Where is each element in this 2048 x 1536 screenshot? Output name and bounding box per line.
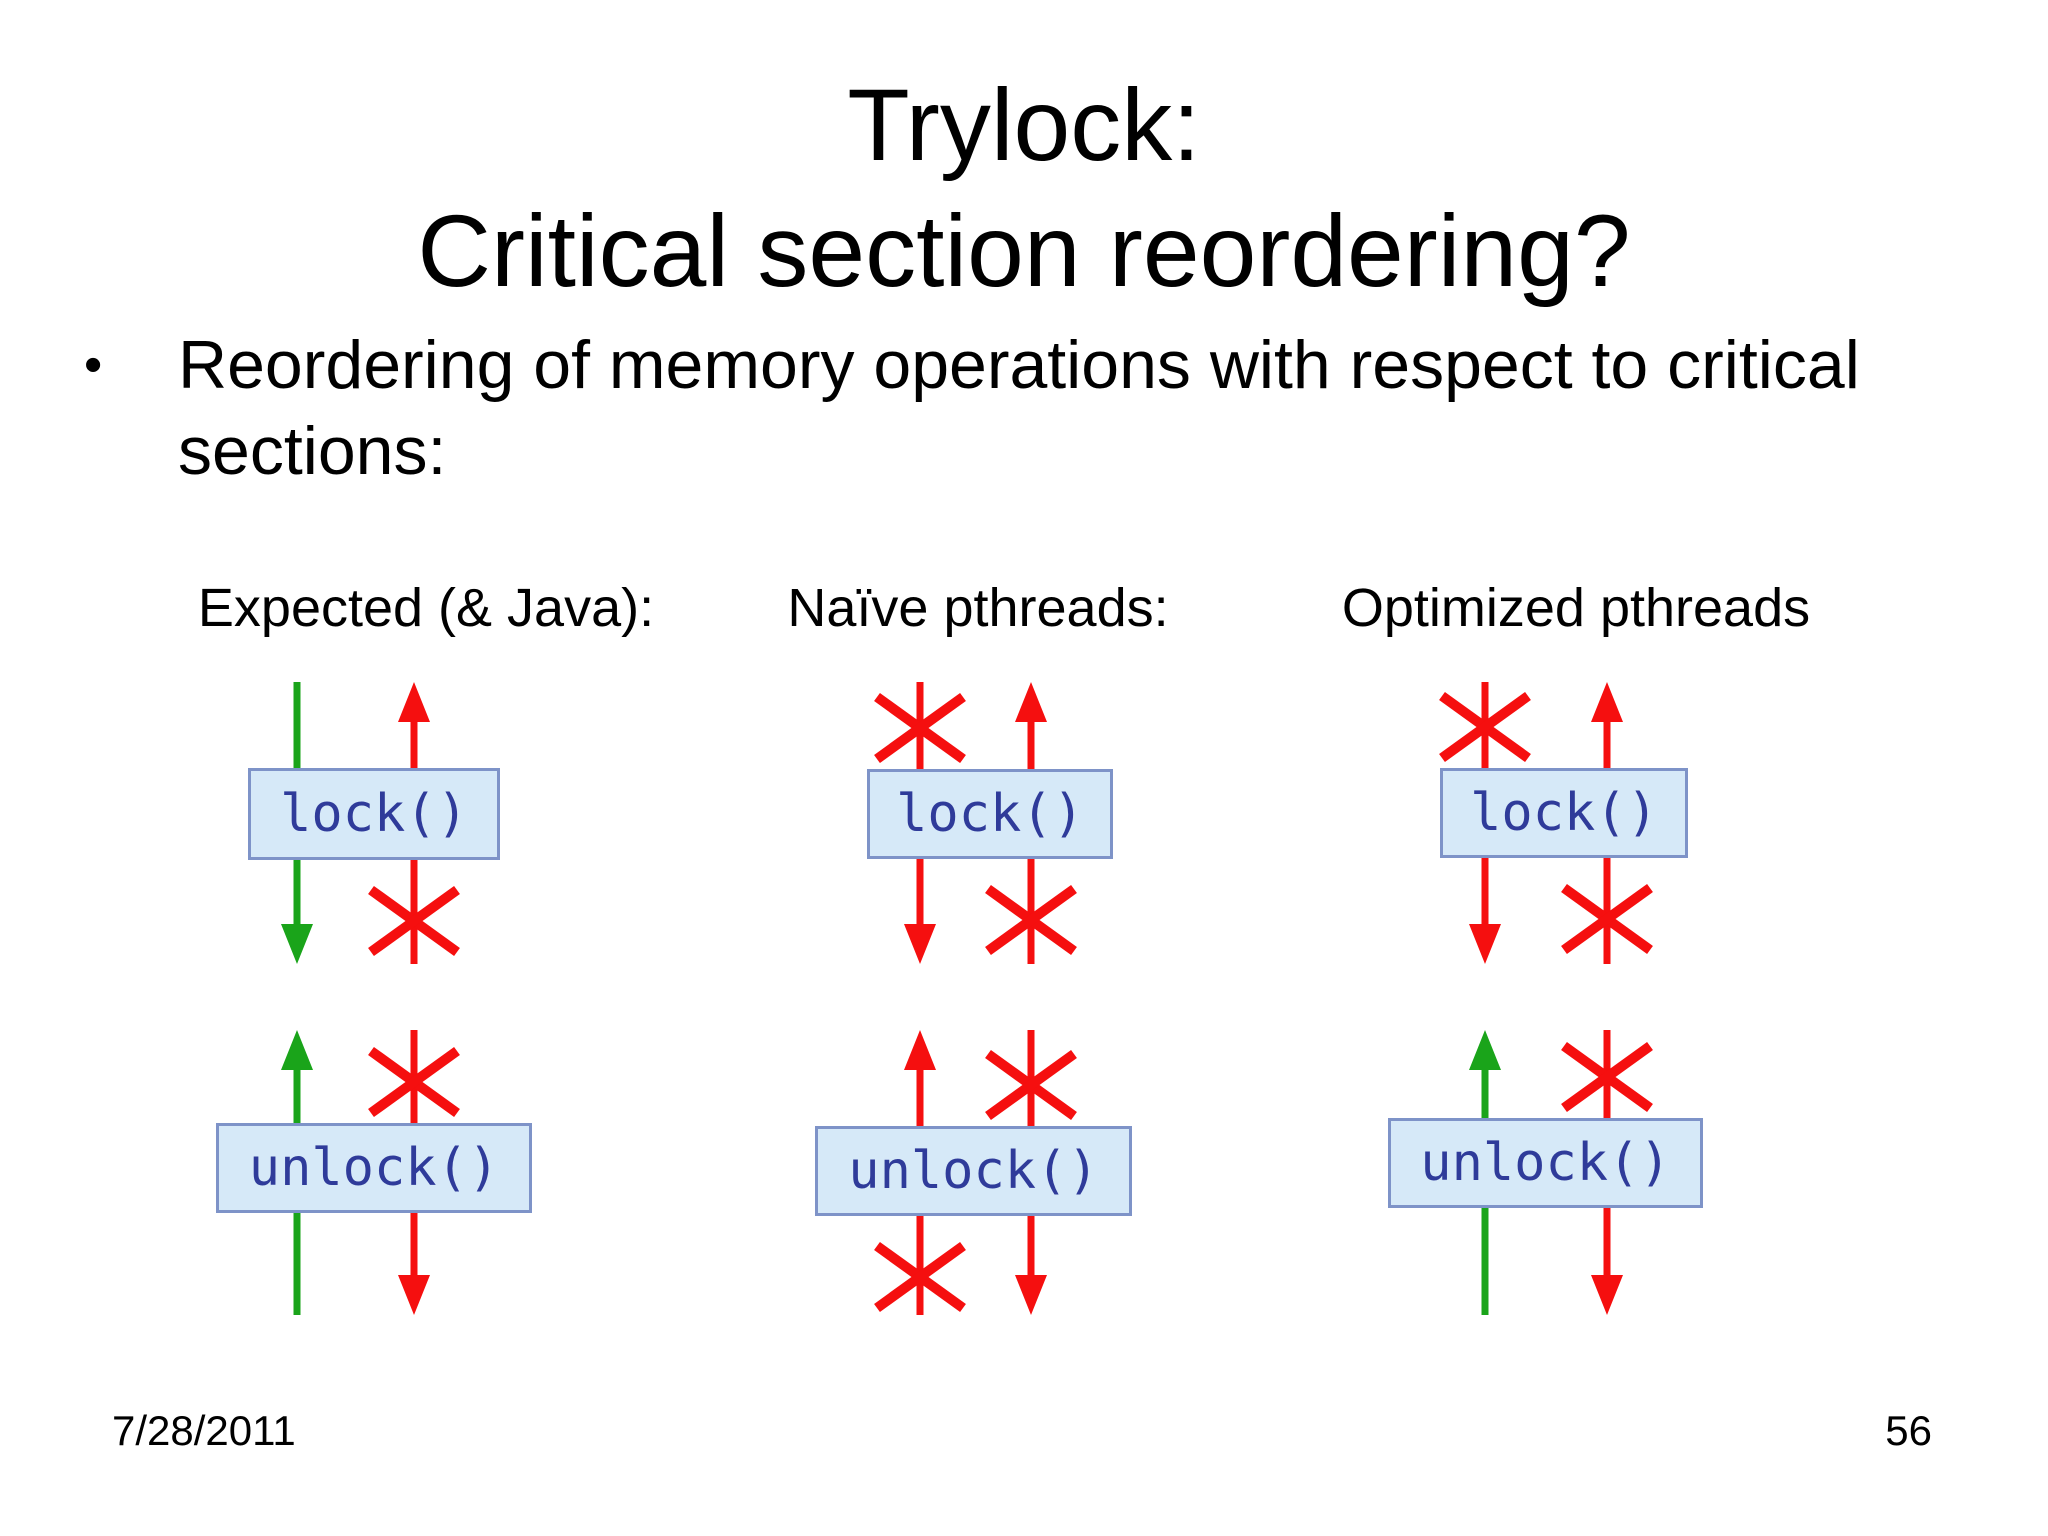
footer-date: 7/28/2011 xyxy=(112,1407,296,1454)
lock-box-naive-pthreads: lock() xyxy=(867,769,1113,859)
unlock-box-naive-pthreads: unlock() xyxy=(815,1126,1132,1216)
arrowhead-up-icon xyxy=(904,1030,936,1070)
forbidden-asterisk-icon xyxy=(985,884,1077,956)
col2-lock-right-forbidden-arrow xyxy=(1561,682,1653,964)
arrowhead-down-icon xyxy=(904,924,936,964)
arrowhead-down-icon xyxy=(1015,1275,1047,1315)
unlock-box-expected: unlock() xyxy=(216,1123,532,1213)
slide-title: Trylock: Critical section reordering? xyxy=(0,62,2048,315)
col1-lock-left-forbidden-arrow xyxy=(874,682,966,964)
arrowhead-up-icon xyxy=(1469,1030,1501,1070)
bullet-icon: • xyxy=(84,336,103,394)
forbidden-asterisk-icon xyxy=(1561,883,1653,955)
forbidden-asterisk-icon xyxy=(368,885,460,957)
column-header-expected-java: Expected (& Java): xyxy=(197,578,655,638)
column-header-naive-pthreads: Naïve pthreads: xyxy=(787,578,1169,638)
bullet-text: Reordering of memory operations with res… xyxy=(178,327,1860,489)
arrowhead-up-icon xyxy=(281,1030,313,1070)
column-header-optimized-pthreads: Optimized pthreads xyxy=(1341,578,1811,638)
title-line-2: Critical section reordering? xyxy=(417,194,1631,309)
arrowhead-down-icon xyxy=(1591,1275,1623,1315)
lock-box-optimized-pthreads: lock() xyxy=(1440,768,1688,858)
arrowhead-up-icon xyxy=(1591,682,1623,722)
arrowhead-down-icon xyxy=(398,1275,430,1315)
forbidden-asterisk-icon xyxy=(985,1049,1077,1121)
footer-page-number: 56 xyxy=(1885,1407,1932,1454)
forbidden-asterisk-icon xyxy=(1439,691,1531,763)
forbidden-asterisk-icon xyxy=(1561,1041,1653,1113)
arrowhead-down-icon xyxy=(281,924,313,964)
arrowhead-up-icon xyxy=(398,682,430,722)
title-line-1: Trylock: xyxy=(847,68,1201,182)
forbidden-asterisk-icon xyxy=(368,1046,460,1118)
arrowhead-down-icon xyxy=(1469,924,1501,964)
arrowhead-up-icon xyxy=(1015,682,1047,722)
unlock-box-optimized-pthreads: unlock() xyxy=(1388,1118,1703,1208)
bullet-item: • Reordering of memory operations with r… xyxy=(84,322,1924,494)
forbidden-asterisk-icon xyxy=(874,1241,966,1313)
forbidden-asterisk-icon xyxy=(874,692,966,764)
lock-box-expected: lock() xyxy=(248,768,500,860)
